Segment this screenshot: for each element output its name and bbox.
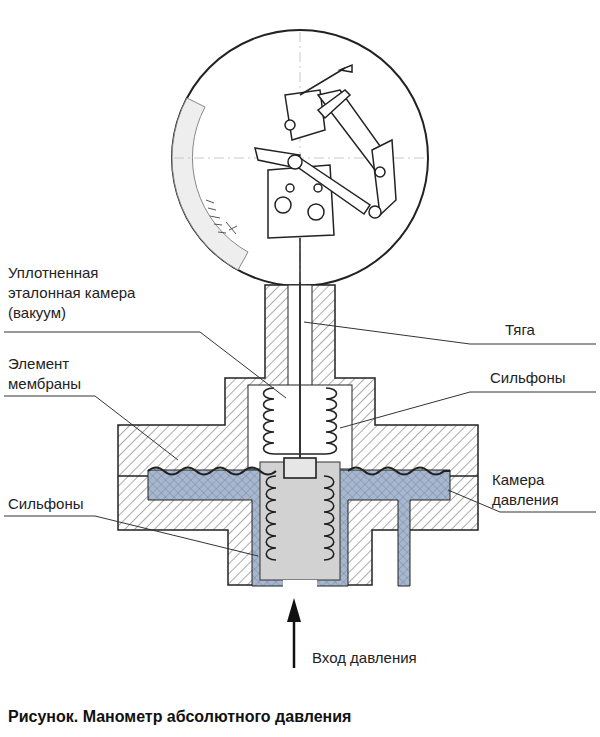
flange-joint <box>118 475 148 477</box>
inlet-label: Вход давления <box>312 648 417 668</box>
bellows-body <box>260 462 340 580</box>
scale-ticks <box>206 200 237 234</box>
illustration-part <box>4 332 286 398</box>
illustration-part <box>299 238 301 282</box>
illustration-part <box>275 197 291 213</box>
illustration-part <box>296 158 370 214</box>
illustration-part <box>214 224 222 225</box>
illustration-part <box>308 204 324 220</box>
housing <box>118 285 478 585</box>
movement <box>255 65 396 282</box>
leader-lines <box>4 322 596 556</box>
dial-scale <box>172 98 248 270</box>
rod-label: Тяга <box>505 320 535 340</box>
illustration-part <box>226 222 236 234</box>
illustration-part <box>326 388 337 454</box>
illustration-part <box>4 396 178 460</box>
pressure-arrow <box>293 618 296 668</box>
illustration-part <box>340 65 352 72</box>
illustration-part <box>324 476 334 560</box>
illustration-part <box>285 120 295 130</box>
illustration-part <box>218 232 226 233</box>
illustration-part <box>266 476 276 560</box>
illustration-part <box>210 216 220 218</box>
illustration-part <box>206 200 214 203</box>
illustration-part <box>288 155 302 169</box>
illustration-part <box>314 184 322 192</box>
pressure-chamber-label: Камера давления <box>492 470 582 510</box>
illustration-part <box>340 392 596 428</box>
illustration-part <box>208 208 216 210</box>
bellows-label: Сильфоны <box>490 368 566 388</box>
diaphragm-label: Элемент мембраны <box>8 354 108 394</box>
illustration-part <box>304 322 596 344</box>
illustration-part <box>369 206 381 218</box>
arrow-head <box>287 598 301 622</box>
lower-bellows <box>266 458 334 560</box>
illustration-part <box>286 184 294 192</box>
figure-caption: Рисунок. Манометр абсолютного давления <box>8 708 351 726</box>
inlet-port <box>283 580 317 588</box>
flange-joint <box>450 475 478 477</box>
rod <box>299 282 301 458</box>
bellows-label: Сильфоны <box>8 494 84 514</box>
illustration-part <box>4 516 258 556</box>
illustration-part <box>229 226 237 230</box>
illustration-part <box>372 140 396 215</box>
illustration-part <box>264 388 275 454</box>
illustration-part <box>375 167 385 177</box>
dial-face <box>172 30 428 286</box>
illustration-part <box>318 90 350 118</box>
illustration-part <box>300 68 345 95</box>
illustration-part <box>284 458 316 478</box>
chamber-label: Уплотненная эталонная камера (вакуум) <box>8 263 148 323</box>
